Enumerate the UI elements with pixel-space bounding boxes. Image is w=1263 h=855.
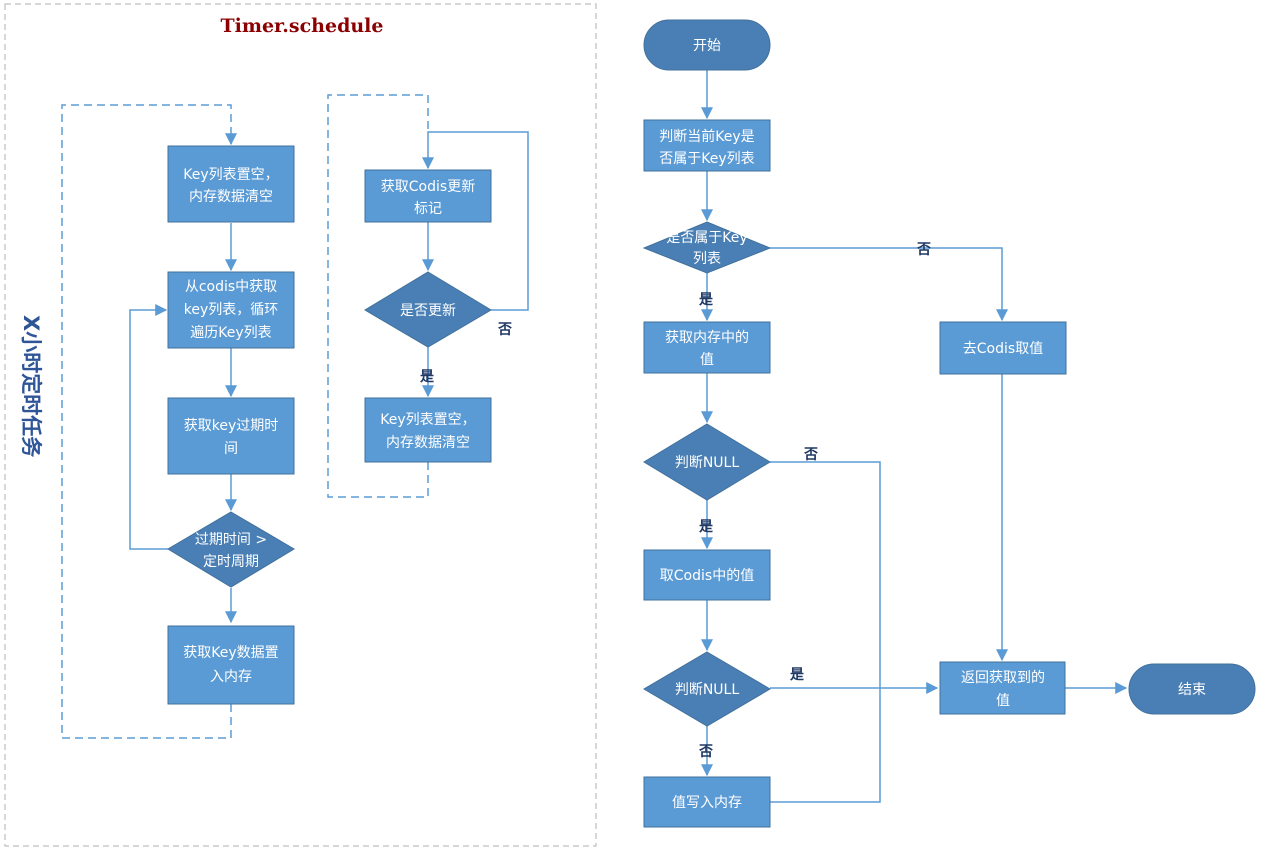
node-write-mem: 值写入内存 xyxy=(643,776,771,828)
edge-null1-no xyxy=(770,461,881,803)
svg-text:定时周期: 定时周期 xyxy=(203,554,259,570)
svg-text:入内存: 入内存 xyxy=(210,669,252,685)
label-null1-no: 否 xyxy=(803,447,818,463)
svg-text:内存数据清空: 内存数据清空 xyxy=(189,189,273,205)
mid-dashed-loop xyxy=(327,94,429,498)
svg-text:标记: 标记 xyxy=(414,201,442,217)
svg-text:取Codis中的值: 取Codis中的值 xyxy=(660,568,754,584)
node-mid-get-flag: 获取Codis更新 标记 xyxy=(364,169,492,223)
label-in-list-yes: 是 xyxy=(699,292,714,308)
svg-text:判断NULL: 判断NULL xyxy=(675,455,740,471)
svg-text:判断NULL: 判断NULL xyxy=(675,682,740,698)
node-left-get-expire: 获取key过期时 间 xyxy=(167,397,295,475)
svg-text:获取内存中的: 获取内存中的 xyxy=(665,330,749,346)
schedule-group-border xyxy=(4,3,597,847)
svg-text:结束: 结束 xyxy=(1178,682,1206,698)
svg-text:获取key过期时: 获取key过期时 xyxy=(184,418,279,434)
node-start: 开始 xyxy=(643,19,771,71)
svg-text:Key列表置空，: Key列表置空， xyxy=(380,412,475,428)
left-dashed-loop xyxy=(61,104,237,739)
edge-in-list-no xyxy=(770,247,1008,322)
svg-text:遍历Key列表: 遍历Key列表 xyxy=(190,325,271,341)
node-end: 结束 xyxy=(1128,663,1256,715)
svg-text:值: 值 xyxy=(996,693,1010,709)
svg-text:间: 间 xyxy=(224,441,238,457)
node-left-load: 获取Key数据置 入内存 xyxy=(167,625,295,705)
label-null2-no: 否 xyxy=(698,744,713,760)
svg-text:是否更新: 是否更新 xyxy=(400,303,456,319)
label-in-list-no: 否 xyxy=(916,242,931,258)
label-mid-yes: 是 xyxy=(420,369,435,385)
node-return-value: 返回获取到的 值 xyxy=(939,661,1066,715)
svg-text:key列表，循环: key列表，循环 xyxy=(184,302,279,318)
node-left-expire-check: 过期时间 > 定时周期 xyxy=(167,511,295,588)
group-side-label: X小时定时任务 xyxy=(19,315,43,458)
node-check-key: 判断当前Key是 否属于Key列表 xyxy=(643,119,771,172)
svg-text:获取Codis更新: 获取Codis更新 xyxy=(381,179,475,195)
svg-text:判断当前Key是: 判断当前Key是 xyxy=(659,128,754,145)
node-null2: 判断NULL xyxy=(643,651,771,727)
svg-text:列表: 列表 xyxy=(693,251,721,267)
svg-text:是否属于Key: 是否属于Key xyxy=(666,230,747,246)
svg-text:内存数据清空: 内存数据清空 xyxy=(386,435,470,451)
svg-text:值: 值 xyxy=(700,352,714,368)
svg-text:去Codis取值: 去Codis取值 xyxy=(963,341,1043,357)
svg-text:值写入内存: 值写入内存 xyxy=(672,795,742,811)
svg-text:开始: 开始 xyxy=(693,38,721,54)
label-null1-yes: 是 xyxy=(699,519,714,535)
svg-text:返回获取到的: 返回获取到的 xyxy=(961,670,1045,686)
group-title: Timer.schedule xyxy=(220,15,383,37)
label-null2-yes: 是 xyxy=(790,667,805,683)
node-left-loop-keys: 从codis中获取 key列表，循环 遍历Key列表 xyxy=(167,271,295,349)
node-from-codis: 去Codis取值 xyxy=(939,321,1067,375)
svg-text:否属于Key列表: 否属于Key列表 xyxy=(659,151,754,167)
svg-text:获取Key数据置: 获取Key数据置 xyxy=(183,645,278,661)
node-mid-updated-check: 是否更新 xyxy=(364,271,492,348)
node-get-mem: 获取内存中的 值 xyxy=(643,321,771,374)
node-get-codis: 取Codis中的值 xyxy=(643,549,771,601)
edge-mid-no-loop xyxy=(422,131,529,311)
svg-text:从codis中获取: 从codis中获取 xyxy=(185,279,277,295)
node-in-list: 是否属于Key 列表 xyxy=(642,221,772,274)
edge-l-loopback xyxy=(129,304,168,550)
label-mid-no: 否 xyxy=(497,322,512,338)
node-null1: 判断NULL xyxy=(643,423,771,501)
node-mid-reset: Key列表置空， 内存数据清空 xyxy=(364,397,492,463)
svg-text:过期时间 >: 过期时间 > xyxy=(195,532,267,548)
node-left-reset: Key列表置空， 内存数据清空 xyxy=(167,145,295,223)
svg-text:Key列表置空，: Key列表置空， xyxy=(183,167,278,183)
